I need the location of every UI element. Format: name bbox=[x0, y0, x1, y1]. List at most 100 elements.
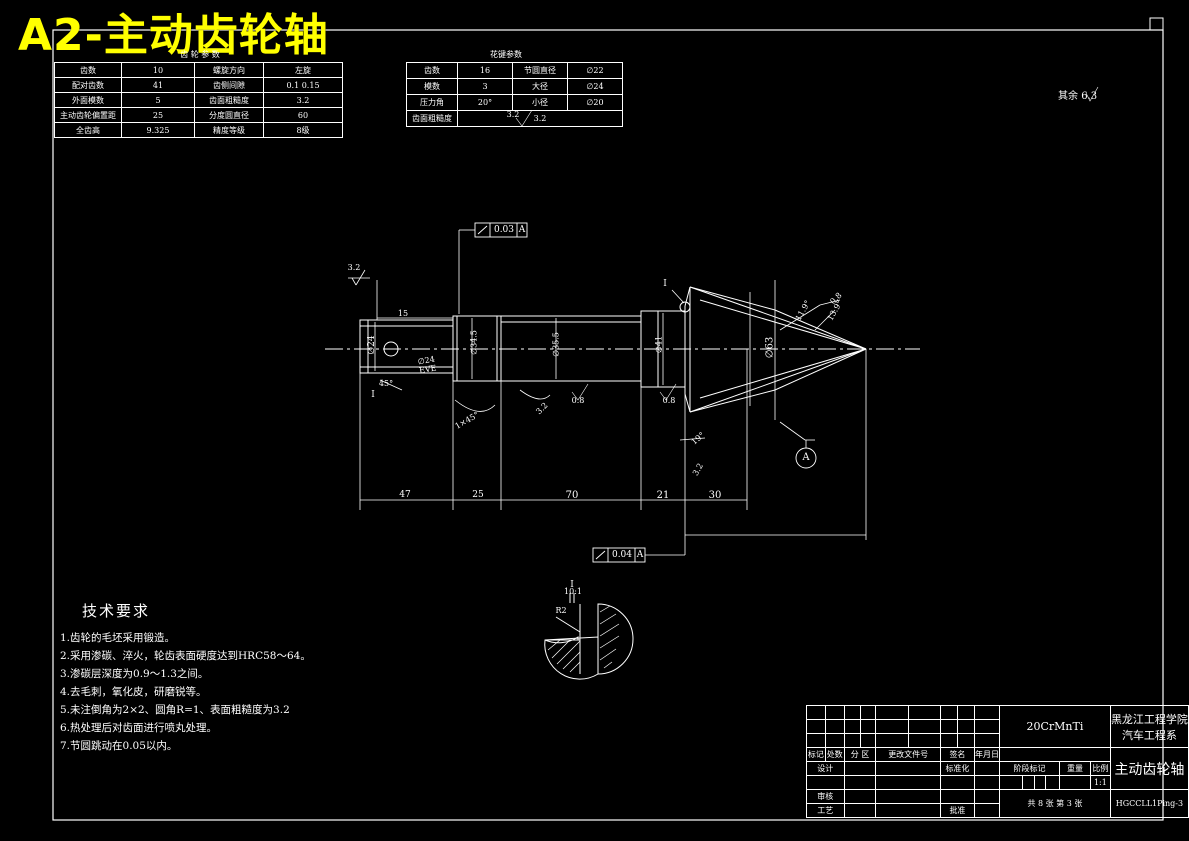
requirement-item: 5.未注倒角为2×2、圆角R=1、表面粗糙度为3.2 bbox=[60, 704, 290, 716]
gear-cell: 0.1 0.15 bbox=[263, 77, 343, 93]
dim-15: 15 bbox=[397, 309, 409, 318]
spline-cell: 3.2 bbox=[457, 110, 623, 127]
mark-i: I bbox=[371, 390, 375, 400]
tb-standard: 标准化 bbox=[939, 761, 975, 776]
requirement-item: 4.去毛刺，氧化皮，研磨锐等。 bbox=[60, 686, 207, 698]
requirement-item: 1.齿轮的毛坯采用锻造。 bbox=[60, 632, 176, 644]
spline-params-caption: 花键参数 bbox=[490, 50, 522, 59]
rough-corner-label: 其余 bbox=[1058, 91, 1078, 102]
tb-approve: 批准 bbox=[939, 803, 975, 818]
gear-cell: 螺旋方向 bbox=[194, 62, 264, 78]
spline-cell: ∅22 bbox=[567, 62, 623, 79]
gear-cell: 10 bbox=[121, 62, 195, 78]
rough-b: 0.8 bbox=[571, 396, 585, 405]
gear-cell: 9.325 bbox=[121, 122, 195, 138]
dim-21: 21 bbox=[656, 490, 670, 501]
tol-bottom-datum: A bbox=[636, 550, 644, 560]
gear-cell: 齿侧间隙 bbox=[194, 77, 264, 93]
gear-cell: 5 bbox=[121, 92, 195, 108]
tb-rev-label: 分 区 bbox=[843, 747, 877, 762]
dim-30: 30 bbox=[708, 490, 722, 501]
dim-dia-step: ∅41 bbox=[654, 335, 664, 354]
title-block: 20CrMnTi 黑龙江工程学院 汽车工程系 标记 处数 分 区 更改文件号 签… bbox=[806, 705, 1189, 818]
tb-sheets: 共 8 张 第 3 张 bbox=[998, 789, 1111, 818]
tb-check: 审核 bbox=[806, 789, 845, 804]
spline-cell: ∅24 bbox=[567, 78, 623, 95]
gear-cell: 精度等级 bbox=[194, 122, 264, 138]
tol-top-value: 0.03 bbox=[493, 225, 515, 235]
tb-part-name: 主动齿轮轴 bbox=[1109, 747, 1189, 790]
spline-cell: 齿面粗糙度 bbox=[406, 110, 458, 127]
gear-cell: 左旋 bbox=[263, 62, 343, 78]
gear-cell: 外面模数 bbox=[54, 92, 122, 108]
dim-47: 47 bbox=[399, 490, 411, 500]
tolerance-frames bbox=[474, 222, 817, 563]
spline-cell: 模数 bbox=[406, 78, 458, 95]
rough-c: 0.8 bbox=[662, 396, 676, 405]
gear-cell: 3.2 bbox=[263, 92, 343, 108]
dim-25: 25 bbox=[472, 490, 484, 500]
spline-cell: 20° bbox=[457, 94, 513, 111]
dim-dia-24: ∅24 bbox=[367, 335, 377, 355]
tol-top-datum: A bbox=[518, 225, 526, 235]
dim-dia-63: ∅63 bbox=[764, 336, 776, 359]
mark-i2: I bbox=[663, 279, 667, 289]
rough-f: 3.2 bbox=[506, 110, 520, 119]
tb-rev-label: 更改文件号 bbox=[875, 747, 941, 762]
requirement-item: 3.渗碳层深度为0.9～1.3之间。 bbox=[60, 668, 209, 680]
spline-cell: 齿数 bbox=[406, 62, 458, 79]
detail-radius: R2 bbox=[555, 606, 567, 615]
tb-stage-label: 阶段标记 bbox=[998, 761, 1061, 776]
tb-rev-label: 签名 bbox=[939, 747, 975, 762]
detail-label: I bbox=[570, 580, 574, 590]
tb-rev-label: 标记 bbox=[806, 747, 826, 762]
gear-cell: 全齿高 bbox=[54, 122, 122, 138]
tol-bottom-value: 0.04 bbox=[611, 550, 633, 560]
requirements-title: 技术要求 bbox=[82, 602, 151, 620]
spline-cell: 3 bbox=[457, 78, 513, 95]
tb-design: 设计 bbox=[806, 761, 845, 776]
technical-requirements: 技术要求 1.齿轮的毛坯采用锻造。 2.采用渗碳、淬火，轮齿表面硬度达到HRC5… bbox=[60, 600, 311, 755]
tb-material: 20CrMnTi bbox=[998, 705, 1111, 748]
spline-cell: 压力角 bbox=[406, 94, 458, 111]
roughness-symbols bbox=[515, 86, 1099, 401]
gear-cell: 25 bbox=[121, 107, 195, 123]
spline-cell: 大径 bbox=[512, 78, 568, 95]
dim-dia-shaft: ∅34.5 bbox=[469, 330, 479, 355]
detail-view bbox=[544, 593, 634, 680]
tb-weight-label: 重量 bbox=[1059, 761, 1091, 776]
gear-cell: 41 bbox=[121, 77, 195, 93]
gear-params-caption: 齿 轮 参 数 bbox=[180, 50, 220, 59]
rough-corner-note: 其余 6.3 bbox=[1058, 87, 1097, 102]
requirement-item: 2.采用渗碳、淬火，轮齿表面硬度达到HRC58～64。 bbox=[60, 650, 311, 662]
tb-rev-label: 年月日 bbox=[973, 747, 1000, 762]
shaft-outline bbox=[359, 286, 867, 413]
gear-cell: 配对齿数 bbox=[54, 77, 122, 93]
datum-label: A bbox=[802, 452, 810, 463]
rough-corner-value: 6.3 bbox=[1081, 91, 1098, 102]
watermark-title: A2-主动齿轮轴 bbox=[18, 10, 329, 61]
requirement-item: 6.热处理后对齿面进行喷丸处理。 bbox=[60, 722, 218, 734]
dimension-lines bbox=[348, 229, 867, 556]
tb-process: 工艺 bbox=[806, 803, 845, 818]
requirement-item: 7.节圆跳动在0.05以内。 bbox=[60, 740, 178, 752]
gear-cell: 分度圆直径 bbox=[194, 107, 264, 123]
gear-cell: 齿数 bbox=[54, 62, 122, 78]
tb-scale: 1:1 bbox=[1089, 775, 1111, 790]
dim-70: 70 bbox=[565, 490, 579, 501]
gear-cell: 60 bbox=[263, 107, 343, 123]
gear-cell: 主动齿轮偏置距 bbox=[54, 107, 122, 123]
tb-school-name: 黑龙江工程学院 bbox=[1110, 712, 1188, 726]
tb-school: 黑龙江工程学院 汽车工程系 bbox=[1109, 705, 1189, 748]
spline-cell: 16 bbox=[457, 62, 513, 79]
tb-scale-label: 比例 bbox=[1089, 761, 1111, 776]
